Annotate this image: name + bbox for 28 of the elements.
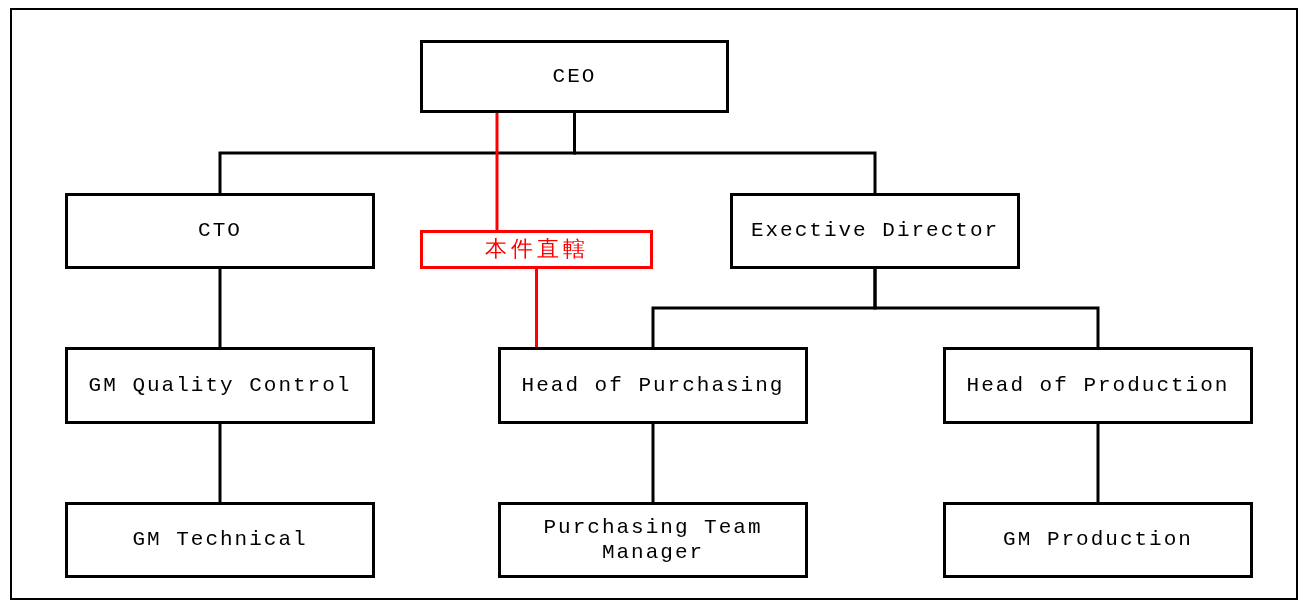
org-box (730, 193, 1020, 269)
node-label: CTO (198, 218, 242, 244)
node-label: GM Production (1003, 527, 1193, 553)
org-box (65, 502, 375, 578)
org-box (65, 347, 375, 424)
org-box (498, 502, 808, 578)
node-label: Purchasing Team Manager (542, 514, 764, 566)
connector-line (495, 113, 499, 230)
org-box (498, 347, 808, 424)
org-box (65, 193, 375, 269)
connector-line (218, 269, 222, 347)
node-label: GM Technical (132, 527, 308, 553)
node-label: Head of Production (966, 372, 1230, 399)
org-box (943, 502, 1253, 578)
connector-line (651, 424, 655, 502)
connector-line (218, 424, 222, 502)
node-label: 本件直轄 (484, 236, 589, 263)
node-label: GM Quality Control (88, 372, 352, 399)
node-label: Exective Director (750, 218, 1000, 244)
org-box (943, 347, 1253, 424)
connector-line (535, 269, 538, 347)
connector-line (573, 113, 877, 193)
node-label: CEO (552, 63, 597, 90)
node-label: Head of Purchasing (521, 372, 785, 399)
org-box (420, 40, 729, 113)
connector-line (1096, 424, 1100, 502)
connector-line (873, 269, 1100, 347)
highlight-box (420, 230, 653, 269)
